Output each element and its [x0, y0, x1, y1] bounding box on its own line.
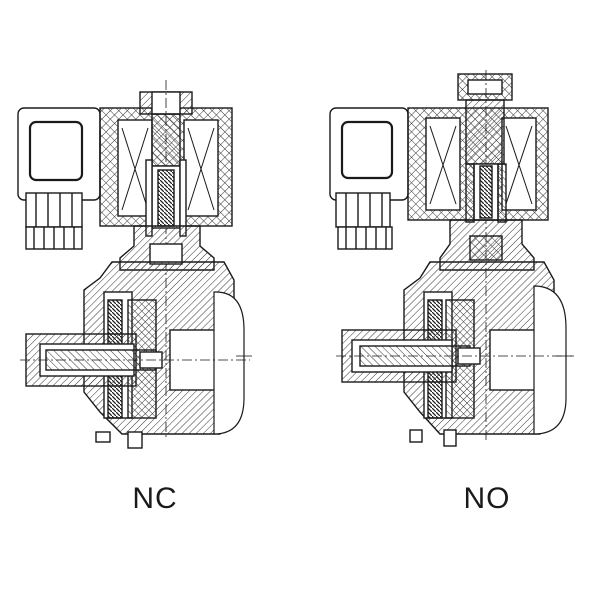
bonnet: [439, 219, 535, 271]
base-foot: [95, 431, 143, 449]
base-foot: [409, 429, 457, 447]
connector-plug: [17, 107, 101, 250]
inlet-stem: [20, 333, 250, 387]
no-label: NO: [463, 482, 511, 515]
nc-valve-diagram: [17, 80, 252, 449]
armature-tube: [457, 70, 513, 440]
no-valve-diagram: [329, 70, 574, 447]
outlet-cap: [213, 291, 252, 435]
connector-plug: [329, 107, 409, 250]
nc-label: NC: [132, 482, 178, 515]
outlet-cap: [533, 285, 572, 435]
inlet-stem: [336, 329, 574, 383]
